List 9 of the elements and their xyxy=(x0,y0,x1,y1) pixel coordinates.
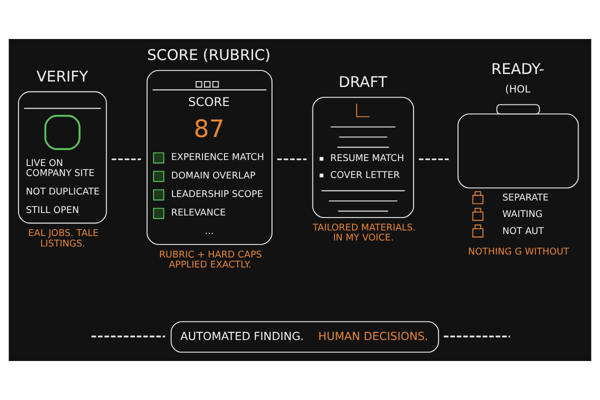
node-label: SCORE (RUBRIC) xyxy=(147,47,271,64)
node-label: TAILORED MATERIALS. IN MY VOICE. xyxy=(312,222,416,244)
node-label: EAL JOBS. TALE LISTINGS. xyxy=(28,228,99,250)
node-label: (HOL xyxy=(505,84,530,96)
node-label: RUBRIC + HARD CAPS APPLIED EXACTLY. xyxy=(159,249,262,271)
node-label: NOTHING G WITHOUT xyxy=(468,246,570,258)
node-label: DRAFT xyxy=(338,74,388,91)
node-label: VERIFY xyxy=(36,68,88,86)
node-label: READY- xyxy=(491,60,544,78)
